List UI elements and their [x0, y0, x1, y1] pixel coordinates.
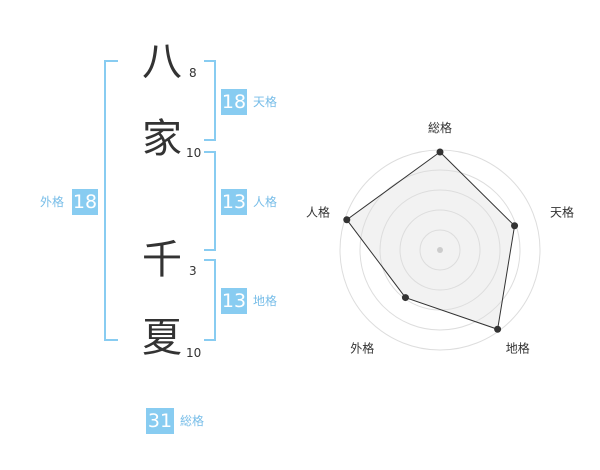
gaikaku-bracket: [104, 60, 118, 341]
tenkaku-bracket: [204, 60, 216, 141]
jinkaku-bracket: [204, 151, 216, 251]
name-char-1: 八: [142, 39, 182, 85]
name-char-3: 千: [142, 237, 182, 283]
gaikaku-label: 外格: [40, 195, 65, 209]
radar-grid-ring: [419, 229, 461, 271]
stroke-count-3: 3: [189, 264, 197, 278]
chikaku-value-badge: 13: [221, 288, 247, 314]
radar-point-1: [436, 148, 444, 156]
chikaku-label: 地格: [253, 294, 278, 308]
radar-grid-ring: [379, 189, 501, 311]
gaikaku-value-badge: 18: [72, 189, 98, 215]
jinkaku-label: 人格: [253, 195, 278, 209]
radar-center-dot: [437, 247, 443, 253]
radar-axis-label-2: 天格: [550, 204, 574, 219]
radar-grid-ring: [359, 169, 521, 331]
chikaku-bracket: [204, 259, 216, 341]
radar-point-3: [494, 325, 502, 333]
radar-point-5: [343, 216, 351, 224]
radar-data-outline: [346, 151, 516, 330]
jinkaku-value-badge: 13: [221, 189, 247, 215]
tenkaku-label: 天格: [253, 95, 278, 109]
stroke-count-1: 8: [189, 66, 197, 80]
name-char-2: 家: [142, 116, 182, 162]
radar-grid-ring: [399, 209, 481, 291]
radar-axis-label-5: 人格: [306, 204, 330, 219]
soukaku-label: 総格: [180, 414, 205, 428]
radar-point-4: [401, 294, 409, 302]
stroke-count-4: 10: [186, 346, 202, 360]
soukaku-value-badge: 31: [146, 408, 174, 434]
radar-axis-label-1: 総格: [428, 120, 452, 135]
radar-data-area: [346, 152, 515, 330]
name-char-4: 夏: [142, 315, 182, 361]
radar-axis-label-3: 地格: [506, 341, 530, 356]
radar-axis-label-4: 外格: [350, 341, 374, 356]
radar-point-2: [511, 222, 519, 230]
stroke-count-2: 10: [186, 146, 202, 160]
tenkaku-value-badge: 18: [221, 89, 247, 115]
